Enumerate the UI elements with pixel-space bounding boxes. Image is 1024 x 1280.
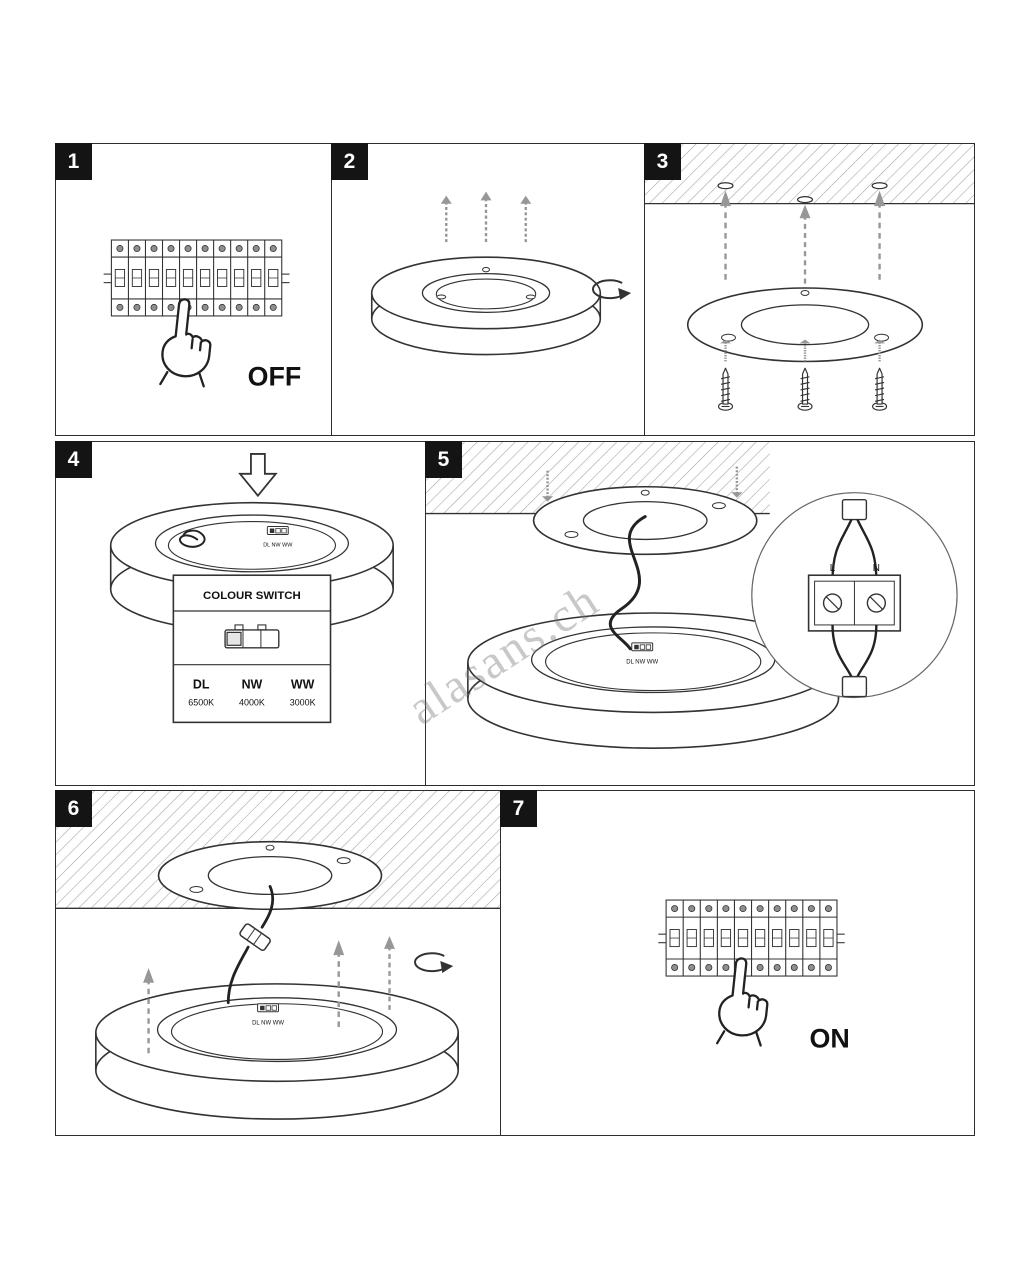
mode-temp: 6500K xyxy=(188,697,214,707)
step-6-illustration: DL NW WW xyxy=(56,791,500,1120)
supply-wire xyxy=(608,515,647,651)
step-number-badge: 7 xyxy=(500,790,537,827)
switch-positions-label: DL NW WW xyxy=(263,542,293,548)
step-number-badge: 3 xyxy=(644,143,681,180)
step-4-panel: 4 DL NW WW COLOUR SWITCH xyxy=(55,441,426,786)
wiring-detail-magnifier: L N xyxy=(751,492,958,699)
step-1-illustration: OFF xyxy=(103,239,302,391)
step-2-illustration xyxy=(370,190,633,356)
step-7-panel: 7 ON xyxy=(500,790,975,1136)
keyhole-mark xyxy=(640,489,650,496)
up-arrow-icon xyxy=(479,190,493,244)
step-3-illustration xyxy=(645,144,974,411)
keyhole-mark xyxy=(482,266,490,273)
wire-in-right xyxy=(856,519,878,582)
mode-temp: 3000K xyxy=(290,697,316,707)
step-number-badge: 1 xyxy=(55,143,92,180)
up-arrow-icon xyxy=(519,194,533,244)
mounting-plate-illustration xyxy=(157,840,383,911)
terminal-n-label: N xyxy=(873,563,880,574)
step-2-panel: 2 xyxy=(331,143,645,436)
step-7-illustration: ON xyxy=(657,899,850,1054)
circuit-breaker-illustration xyxy=(657,899,846,977)
keyhole-mark xyxy=(265,844,275,851)
up-arrow-icon xyxy=(798,203,812,285)
mode-temp: 4000K xyxy=(239,697,265,707)
mode-code: NW xyxy=(242,678,263,692)
wire-out-right xyxy=(856,624,878,678)
step-3-panel: 3 xyxy=(644,143,975,436)
cable-clamp xyxy=(841,498,868,521)
circuit-breaker-illustration xyxy=(103,239,291,317)
power-on-label: ON xyxy=(809,1024,849,1054)
screw-icon xyxy=(872,367,888,411)
colour-switch-graphic xyxy=(224,624,280,649)
up-arrow-icon xyxy=(718,189,733,282)
mounting-plate-illustration xyxy=(532,485,758,556)
wire-loop xyxy=(179,529,206,548)
step-number-badge: 2 xyxy=(331,143,368,180)
up-arrow-icon xyxy=(439,194,453,244)
step-6-panel: 6 xyxy=(55,790,501,1136)
light-fixture-illustration xyxy=(370,256,602,356)
colour-switch-icon xyxy=(631,642,654,652)
colour-switch-icon xyxy=(257,1003,279,1013)
step-number-badge: 5 xyxy=(425,441,462,478)
power-off-label: OFF xyxy=(248,361,302,391)
wire-connector xyxy=(239,923,271,951)
ceiling-hatch xyxy=(645,144,974,204)
step-4-illustration: DL NW WW COLOUR SWITCH DL NW WW 6500K xyxy=(109,453,394,724)
supply-wire-upper xyxy=(260,885,275,929)
up-arrow-icon xyxy=(872,189,887,282)
callout-title: COLOUR SWITCH xyxy=(203,590,301,602)
wire-out-left xyxy=(831,624,853,678)
screw-icon xyxy=(797,367,813,411)
mode-code: DL xyxy=(193,678,210,692)
light-fixture-illustration xyxy=(467,612,840,750)
rotate-arrow-icon xyxy=(414,952,455,974)
step-5-illustration: DL NW WW L N xyxy=(426,442,958,750)
colour-switch-icon xyxy=(266,526,289,535)
light-fixture-illustration xyxy=(95,983,459,1120)
step-number-badge: 4 xyxy=(55,441,92,478)
step-5-panel: 5 xyxy=(425,441,975,786)
colour-switch-callout: COLOUR SWITCH DL NW WW 6500K 4000K 3000K xyxy=(172,574,332,724)
step-number-badge: 6 xyxy=(55,790,92,827)
keyhole-mark xyxy=(800,289,810,296)
switch-positions-label: DL NW WW xyxy=(252,1021,284,1027)
screw-icon xyxy=(717,367,734,411)
wire-in-left xyxy=(831,519,853,582)
mode-code: WW xyxy=(291,678,315,692)
down-arrow-icon xyxy=(238,453,278,498)
supply-wire-lower xyxy=(226,945,250,1005)
cable-clamp xyxy=(841,675,868,698)
step-1-panel: 1 OFF xyxy=(55,143,332,436)
terminal-l-label: L xyxy=(830,563,836,574)
ceiling-holes xyxy=(717,182,888,204)
terminal-block xyxy=(807,574,902,632)
switch-positions-label: DL NW WW xyxy=(626,660,658,666)
mounting-plate-illustration xyxy=(686,287,924,363)
